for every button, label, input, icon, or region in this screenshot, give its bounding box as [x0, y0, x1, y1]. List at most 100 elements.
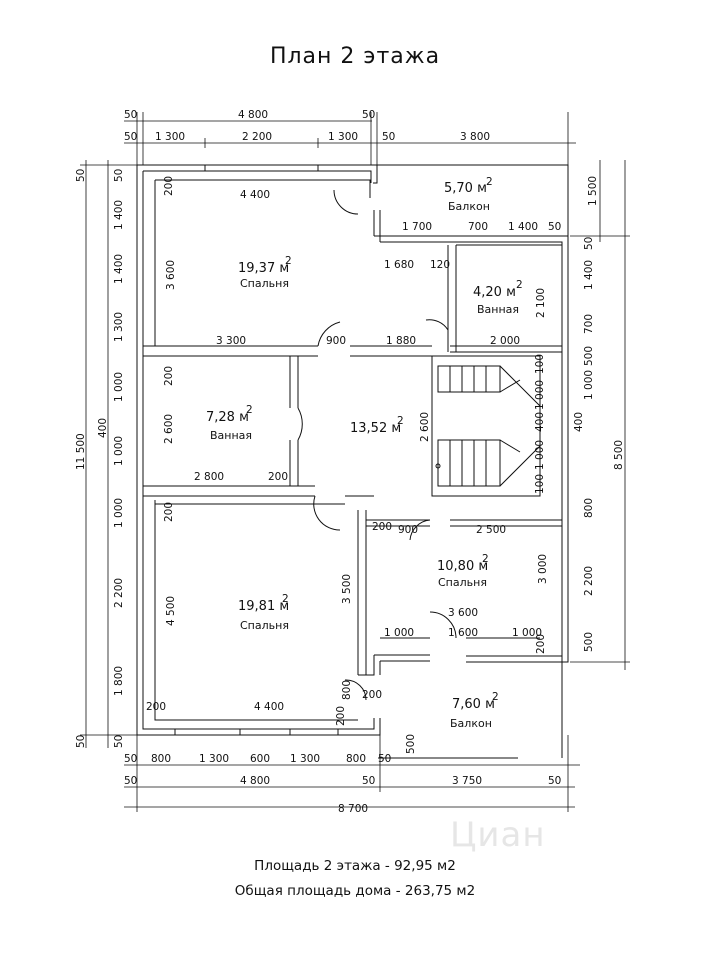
- dim-label: 4 800: [238, 109, 268, 121]
- dim-label: 900: [326, 335, 346, 347]
- dim-label: 1 500: [587, 176, 599, 206]
- dim-label: 2 600: [419, 412, 431, 442]
- dim-label: 4 800: [240, 775, 270, 787]
- dim-label: 200: [163, 366, 175, 386]
- room-area: 19,37 м: [238, 261, 289, 276]
- room-area-sup: 2: [486, 176, 493, 188]
- dim-label: 50: [362, 775, 375, 787]
- dim-label: 1 000: [512, 627, 542, 639]
- room-bathroom-right: 4,20 м 2 Ванная: [473, 279, 523, 316]
- dim-label: 3 500: [341, 574, 353, 604]
- dim-label: 1 300: [113, 312, 125, 342]
- room-balcony-bottom: 7,60 м 2 Балкон: [450, 691, 499, 730]
- dim-label: 1 680: [384, 259, 414, 271]
- dim-label: 50: [378, 753, 391, 765]
- dim-label: 1 000: [534, 440, 546, 470]
- dim-label: 2 200: [113, 578, 125, 608]
- room-bedroom-top-left: 19,37 м 2 Спальня: [238, 255, 292, 290]
- dim-label: 800: [346, 753, 366, 765]
- dim-label: 1 300: [155, 131, 185, 143]
- dim-label: 200: [146, 701, 166, 713]
- dim-label: 50: [124, 775, 137, 787]
- dim-label: 50: [382, 131, 395, 143]
- dim-label: 2 800: [194, 471, 224, 483]
- room-area: 10,80 м: [437, 559, 488, 574]
- dim-label: 2 100: [535, 288, 547, 318]
- room-area: 4,20 м: [473, 285, 516, 300]
- room-name: Спальня: [240, 277, 289, 290]
- dim-label: 4 500: [165, 596, 177, 626]
- dim-label: 1 400: [113, 254, 125, 284]
- dim-label: 50: [75, 169, 87, 182]
- room-area-sup: 2: [397, 415, 404, 427]
- dim-label: 1 400: [583, 260, 595, 290]
- dim-label: 500: [405, 734, 417, 754]
- room-area-sup: 2: [285, 255, 292, 267]
- dim-label: 50: [548, 221, 561, 233]
- room-name: Балкон: [450, 717, 492, 730]
- dim-label: 200: [535, 634, 547, 654]
- room-area: 13,52 м: [350, 421, 401, 436]
- interior-dimensions: 4 400 200 1 700 700 1 400 50 1 680 120 3…: [146, 176, 561, 754]
- dim-label: 200: [163, 176, 175, 196]
- dim-label: 8 500: [613, 440, 625, 470]
- dim-label: 1 000: [113, 436, 125, 466]
- total-area-text: Общая площадь дома - 263,75 м2: [234, 883, 476, 899]
- dim-label: 3 600: [165, 260, 177, 290]
- dim-label: 1 000: [583, 370, 595, 400]
- right-dimensions: 1 500 50 1 400 700 500 1 000 400 800 2 2…: [573, 176, 625, 652]
- dim-label: 2 200: [242, 131, 272, 143]
- dim-label: 800: [341, 680, 353, 700]
- dim-label: 50: [583, 237, 595, 250]
- dim-label: 120: [430, 259, 450, 271]
- plan-title: План 2 этажа: [269, 44, 441, 69]
- room-name: Спальня: [240, 619, 289, 632]
- dim-label: 1 000: [384, 627, 414, 639]
- room-hall: 13,52 м 2: [350, 415, 404, 436]
- dim-label: 50: [548, 775, 561, 787]
- dim-label: 1 300: [328, 131, 358, 143]
- room-area: 7,28 м: [206, 410, 249, 425]
- dim-label: 11 500: [75, 433, 87, 470]
- dim-label: 4 400: [240, 189, 270, 201]
- dim-label: 3 750: [452, 775, 482, 787]
- dim-label: 100: [534, 354, 546, 374]
- dim-label: 700: [468, 221, 488, 233]
- room-area-sup: 2: [516, 279, 523, 291]
- dim-label: 8 700: [338, 803, 368, 815]
- dim-label: 1 880: [386, 335, 416, 347]
- room-name: Балкон: [448, 200, 490, 213]
- dim-label: 500: [583, 346, 595, 366]
- dim-label: 4 400: [254, 701, 284, 713]
- room-name: Ванная: [477, 303, 519, 316]
- dim-label: 400: [573, 412, 585, 432]
- dim-label: 3 600: [448, 607, 478, 619]
- dim-label: 50: [362, 109, 375, 121]
- dim-label: 2 000: [490, 335, 520, 347]
- dim-label: 1 300: [199, 753, 229, 765]
- dim-label: 1 000: [534, 380, 546, 410]
- dim-label: 3 300: [216, 335, 246, 347]
- bottom-dimensions: 50 800 1 300 600 1 300 800 50 50 4 800 5…: [124, 753, 561, 815]
- room-bathroom-left: 7,28 м 2 Ванная: [206, 404, 253, 442]
- watermark: Циан: [450, 815, 546, 855]
- dim-label: 400: [534, 412, 546, 432]
- room-area-sup: 2: [482, 553, 489, 565]
- room-name: Ванная: [210, 429, 252, 442]
- dim-label: 700: [583, 314, 595, 334]
- dim-label: 50: [124, 109, 137, 121]
- dim-label: 50: [75, 735, 87, 748]
- dim-label: 200: [268, 471, 288, 483]
- dim-label: 1 000: [113, 372, 125, 402]
- floor-area-text: Площадь 2 этажа - 92,95 м2: [254, 858, 456, 874]
- dim-label: 200: [362, 689, 382, 701]
- dim-label: 800: [583, 498, 595, 518]
- dim-label: 2 200: [583, 566, 595, 596]
- dim-label: 800: [151, 753, 171, 765]
- dim-label: 500: [583, 632, 595, 652]
- dim-label: 1 600: [448, 627, 478, 639]
- room-area-sup: 2: [492, 691, 499, 703]
- dim-label: 2 600: [163, 414, 175, 444]
- top-dimensions: 50 4 800 50 50 1 300 2 200 1 300 50 3 80…: [124, 109, 490, 143]
